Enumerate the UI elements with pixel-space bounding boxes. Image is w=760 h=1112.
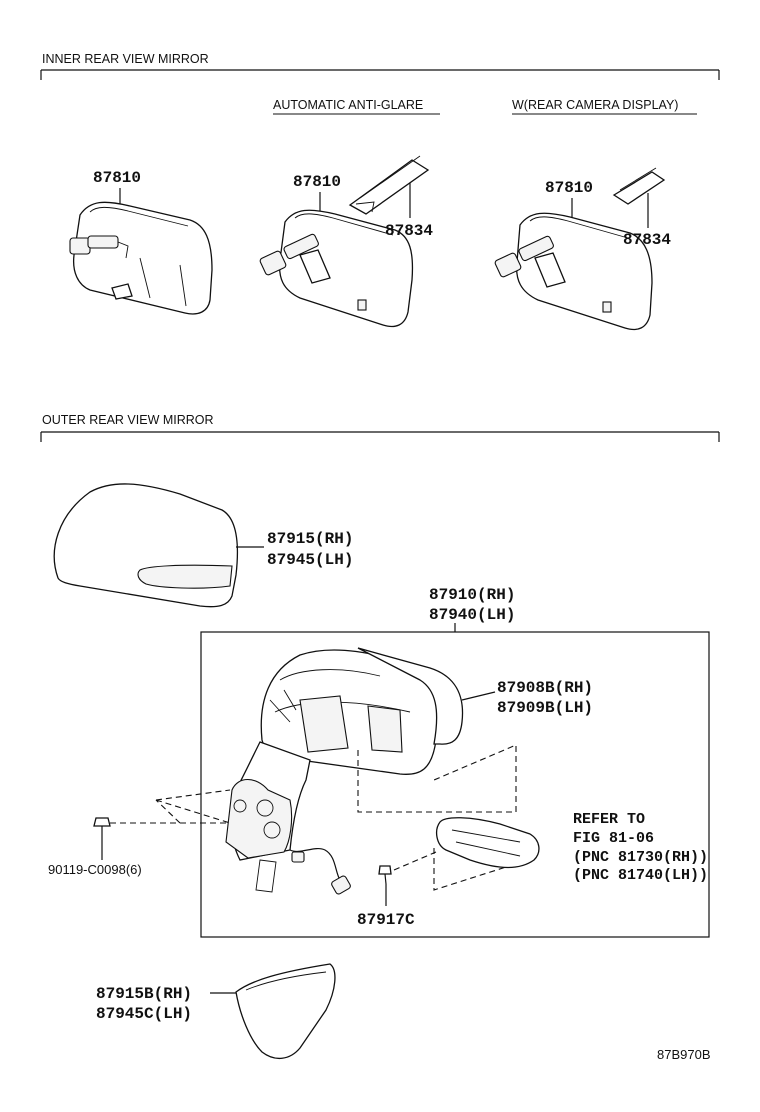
part-number-87810-anti-glare: 87810 <box>293 173 341 191</box>
inner-mirror-anti-glare <box>259 209 414 328</box>
wire-harness <box>289 847 351 895</box>
part-number-87915-rh: 87915(RH) <box>267 530 353 548</box>
part-number-87908b-rh: 87908B(RH) <box>497 679 593 697</box>
refer-line-2: FIG 81-06 <box>573 830 654 847</box>
inner-mirror-standard <box>69 201 213 315</box>
part-number-87834-anti-glare: 87834 <box>385 222 433 240</box>
mirror-housing <box>260 647 464 775</box>
camera-cover-camera <box>612 167 666 205</box>
part-number-87917c: 87917C <box>357 911 415 929</box>
diagram-code: 87B970B <box>657 1047 711 1062</box>
leader-87908b <box>461 691 496 701</box>
variant-anti-glare: AUTOMATIC ANTI-GLARE <box>273 98 423 112</box>
part-number-87834-camera: 87834 <box>623 231 671 249</box>
outer-section-bracket <box>40 431 720 442</box>
refer-line-1: REFER TO <box>573 811 645 828</box>
part-number-87810-camera: 87810 <box>545 179 593 197</box>
inner-mirror-camera <box>494 212 653 331</box>
part-number-87945-lh: 87945(LH) <box>267 551 353 569</box>
inner-section-bracket <box>40 69 720 80</box>
turn-signal-lamp <box>435 817 540 869</box>
part-number-90119-c0098: 90119-C0098(6) <box>48 862 142 877</box>
mirror-cover-upper <box>53 483 239 608</box>
part-number-87945c-lh: 87945C(LH) <box>96 1005 192 1023</box>
screw-90119 <box>93 817 111 832</box>
inner-section-title: INNER REAR VIEW MIRROR <box>42 52 209 66</box>
assembly-frame <box>200 631 710 938</box>
part-number-87910-rh: 87910(RH) <box>429 586 515 604</box>
part-number-87915b-rh: 87915B(RH) <box>96 985 192 1003</box>
part-number-87940-lh: 87940(LH) <box>429 606 515 624</box>
mirror-cover-lower <box>235 963 336 1059</box>
turn-signal-dash-box <box>357 744 529 891</box>
refer-line-3: (PNC 81730(RH)) <box>573 849 708 866</box>
screw-87917c <box>378 851 437 885</box>
mirror-base-lower-gasket <box>255 859 277 893</box>
part-number-87810-standard: 87810 <box>93 169 141 187</box>
camera-cover-anti-glare <box>348 155 430 215</box>
outer-section-title: OUTER REAR VIEW MIRROR <box>42 413 214 427</box>
refer-line-4: (PNC 81740(LH)) <box>573 867 708 884</box>
part-number-87909b-lh: 87909B(LH) <box>497 699 593 717</box>
variant-rear-camera: W(REAR CAMERA DISPLAY) <box>512 98 678 112</box>
screw-dash-lines <box>110 789 231 824</box>
mirror-base <box>225 741 311 861</box>
